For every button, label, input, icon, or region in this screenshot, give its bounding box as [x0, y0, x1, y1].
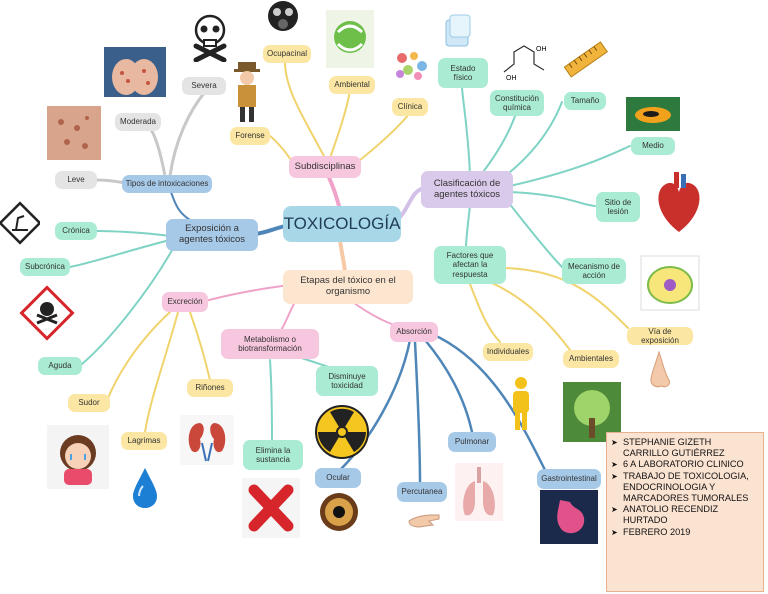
pills-icon [396, 52, 427, 80]
node-tipos-intoxicaciones: Tipos de intoxicaciones [122, 175, 212, 193]
node-sitio-lesion: Sitio de lesión [596, 192, 640, 222]
node-individuales: Individuales [483, 343, 533, 361]
central-topic: TOXICOLOGÍA [283, 206, 401, 242]
node-moderada: Moderada [115, 113, 161, 131]
ice-cube-icon [445, 14, 471, 47]
hand-icon [408, 514, 440, 528]
gas-mask-icon [268, 1, 298, 31]
toxic-hazard-icon [19, 285, 75, 341]
branch-subdisciplinas: Subdisciplinas [289, 156, 361, 178]
radiation-icon [315, 405, 369, 459]
node-cronica: Crónica [55, 222, 97, 240]
node-pulmonar: Pulmonar [448, 432, 496, 452]
node-subcronica: Subcrónica [20, 258, 70, 276]
node-medio: Medio [631, 137, 675, 155]
recycle-earth-icon [326, 10, 374, 68]
node-forense: Forense [230, 127, 270, 145]
node-absorcion: Absorción [390, 322, 438, 342]
node-estado-fisico: Estado físico [438, 58, 488, 88]
node-lagrimas: Lagrimas [121, 432, 167, 450]
svg-text:OH: OH [506, 75, 517, 82]
water-drop-icon [133, 468, 157, 508]
ruler-icon [563, 41, 608, 78]
kidneys-icon [180, 415, 234, 465]
node-aguda: Aguda [38, 357, 82, 375]
node-via-exposicion: Vía de exposición [627, 327, 693, 345]
node-elimina-sustancia: Elimina la sustancia [243, 440, 303, 470]
node-clinica: Clínica [392, 98, 428, 116]
info-item: Trabajo de Toxicologia, Endocrinologia y… [611, 471, 757, 505]
info-item: Stephanie Gizeth Carrillo Gutiérrez [611, 437, 757, 459]
crying-girl-icon [47, 425, 109, 489]
detective-icon [234, 62, 260, 122]
nose-icon [650, 350, 670, 388]
info-item: Febrero 2019 [611, 527, 757, 538]
node-ambientales: Ambientales [563, 350, 619, 368]
branch-clasificacion: Clasificación de agentes tóxicos [421, 171, 513, 208]
info-item: Anatolio Recendiz Hurtado [611, 504, 757, 526]
node-ocupacional: Ocupacinal [263, 45, 311, 63]
node-rinones: Riñones [187, 379, 233, 397]
node-ambiental: Ambiental [329, 76, 375, 94]
environmental-hazard-icon [0, 201, 40, 245]
author-info-box: Stephanie Gizeth Carrillo Gutiérrez 6 A … [606, 432, 764, 592]
skin-rash-icon [47, 106, 101, 160]
red-x-icon [242, 478, 300, 538]
cell-diagram-icon [640, 255, 700, 311]
node-percutanea: Percutanea [397, 482, 447, 502]
rash-hands-icon [104, 47, 166, 97]
node-gastrointestinal: Gastrointestinal [537, 469, 601, 489]
node-severa: Severa [182, 77, 226, 95]
node-factores-respuesta: Factores que afectan la respuesta [434, 246, 506, 284]
node-leve: Leve [55, 171, 97, 189]
node-ocular: Ocular [315, 468, 361, 488]
node-disminuye-toxicidad: Disminuye toxicidad [316, 366, 378, 396]
stomach-icon [540, 490, 598, 544]
eye-icon [320, 493, 358, 531]
person-silhouette-icon [513, 377, 529, 430]
node-tamano: Tamaño [564, 92, 606, 110]
branch-etapas: Etapas del tóxico en el organismo [283, 270, 413, 304]
node-sudor: Sudor [68, 394, 110, 412]
node-metabolismo: Metabolismo o biotransformación [221, 329, 319, 359]
info-item: 6 A Laboratorio Clinico [611, 459, 757, 470]
frog-icon [626, 97, 680, 131]
svg-text:OH: OH [536, 46, 547, 53]
skull-crossbones-icon [193, 14, 227, 62]
heart-organ-icon [658, 172, 700, 232]
chemical-structure-icon: OH OH [503, 45, 547, 82]
node-excrecion: Excreción [162, 292, 208, 312]
lungs-icon [455, 463, 503, 521]
node-constitucion-quimica: Constitución química [490, 90, 544, 116]
node-mecanismo-accion: Mecanismo de acción [562, 258, 626, 284]
branch-exposicion: Exposición a agentes tóxicos [166, 219, 258, 251]
